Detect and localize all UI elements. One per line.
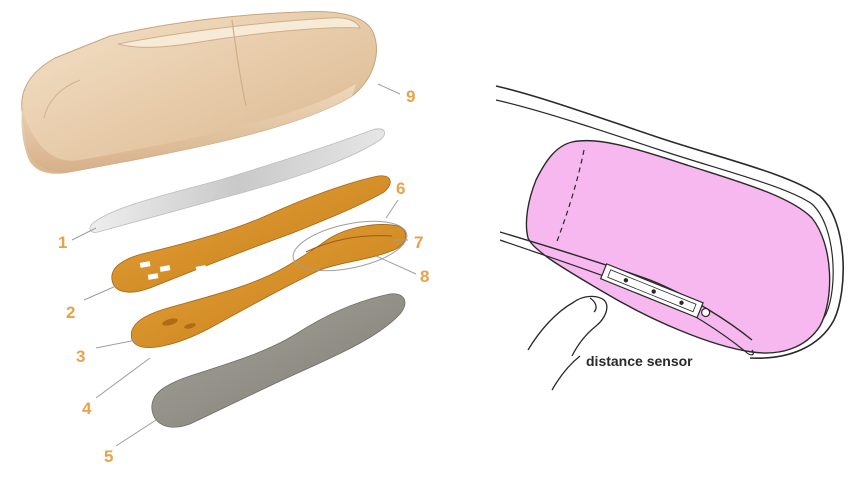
callout-6: 6 <box>396 179 405 198</box>
callout-3: 3 <box>76 347 85 366</box>
callout-7: 7 <box>414 233 423 252</box>
foot <box>526 141 829 353</box>
cross-section-view: distance sensor <box>496 86 843 390</box>
callout-1: 1 <box>58 233 67 252</box>
sensor-caption: distance sensor <box>586 353 693 369</box>
callout-5: 5 <box>104 447 113 466</box>
exploded-shoe-view: 9 1 2 3 4 5 6 7 8 <box>21 12 429 466</box>
callout-8: 8 <box>420 267 429 286</box>
callout-2: 2 <box>66 303 75 322</box>
callout-9: 9 <box>406 87 415 106</box>
pointing-finger <box>528 296 607 390</box>
callout-4: 4 <box>82 399 92 418</box>
